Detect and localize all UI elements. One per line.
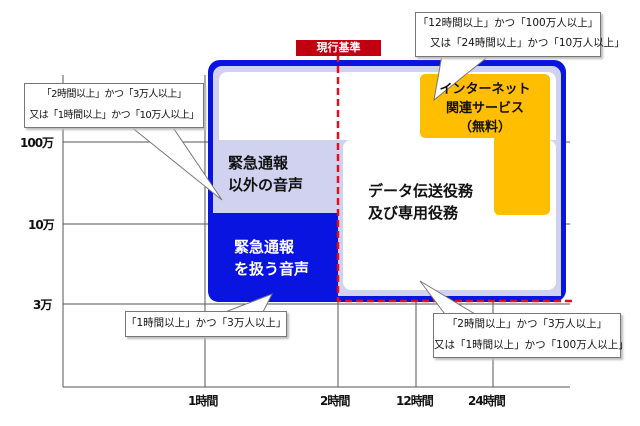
callout-bottom-right: 「2時間以上」かつ「3万人以上」 又は「1時間以上」かつ「100万人以上」 [433,313,629,358]
voice-other-line1: 緊急通報 [228,154,289,172]
x-tick-1h: 1時間 [188,394,218,408]
voice-other-line2: 以外の音声 [228,176,304,194]
voice-emergency-line2: を扱う音声 [234,260,310,278]
callout-bottom-right-line1: 「2時間以上」かつ「3万人以上」 [446,318,608,330]
x-tick-12h: 12時間 [396,394,434,408]
callout-bottom-right-line2: 又は「1時間以上」かつ「100万人以上」 [434,339,629,351]
internet-line1: インターネット [439,82,531,97]
data-line2: 及び専用役務 [368,204,459,222]
callout-left: 「2時間以上」かつ「3万人以上」 又は「1時間以上」かつ「10万人以上」 [24,83,204,128]
voice-other-label: 緊急通報 以外の音声 [228,152,303,196]
callout-bottom-left-line1: 「1時間以上」かつ「3万人以上」 [126,317,287,329]
x-tick-2h: 2時間 [320,394,350,408]
current-standard-line [336,55,572,303]
callout-bottom-left: 「1時間以上」かつ「3万人以上」 [125,311,287,337]
voice-other-region [213,140,338,213]
internet-line3: （無料） [458,120,511,135]
callout-top-right-line2: 又は「24時間以上」かつ「10万人以上」 [430,37,625,49]
internet-label: インターネット 関連サービス （無料） [420,80,550,137]
callout-left-line1: 「2時間以上」かつ「3万人以上」 [41,89,187,100]
callout-top-right-line1: 「12時間以上」かつ「100万人以上」 [417,17,599,29]
x-tick-24h: 24時間 [468,394,506,408]
current-standard-label: 現行基準 [296,40,381,56]
voice-emergency-region [208,213,338,302]
y-tick-10man: 10万 [28,218,55,232]
callout-top-right: 「12時間以上」かつ「100万人以上」 又は「24時間以上」かつ「10万人以上」 [415,12,625,57]
internet-line2: 関連サービス [445,101,524,116]
y-tick-100man: 100万 [20,136,54,150]
voice-emergency-label: 緊急通報 を扱う音声 [234,236,309,280]
callout-left-line2: 又は「1時間以上」かつ「10万人以上」 [29,110,199,121]
data-service-label: データ伝送役務 及び専用役務 [368,180,473,224]
data-line1: データ伝送役務 [368,182,474,200]
y-tick-3man: 3万 [33,298,52,312]
internet-region [420,74,550,215]
voice-emergency-line1: 緊急通報 [234,238,295,256]
